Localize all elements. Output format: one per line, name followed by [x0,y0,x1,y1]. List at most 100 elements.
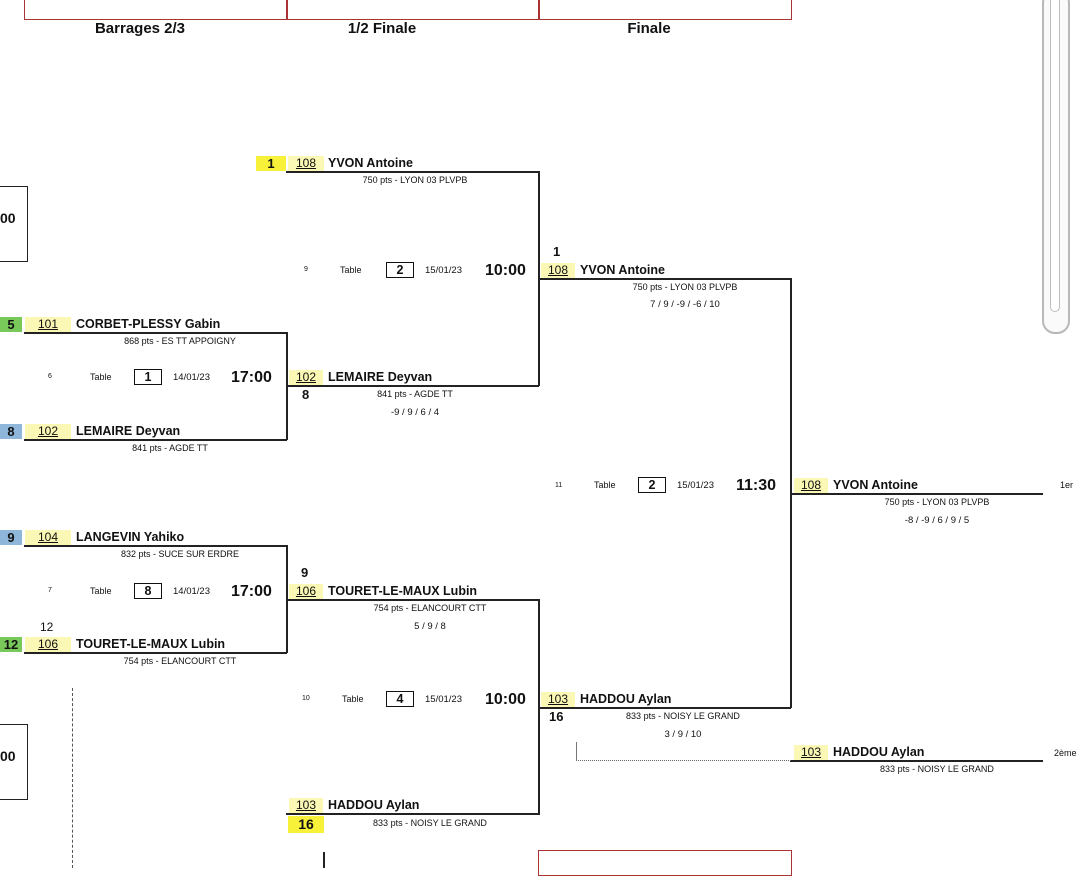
left-box-top: 00 [0,186,28,262]
footer-frame [538,850,792,876]
player-name[interactable]: YVON Antoine [580,263,665,277]
bracket-line [790,493,1043,495]
match-score: 7 / 9 / -9 / -6 / 10 [650,299,720,310]
table-number: 2 [386,262,414,278]
bracket-line [24,332,287,334]
player-number: 102 [289,370,323,385]
match-number: 10 [302,695,310,702]
match-score: -8 / -9 / 6 / 9 / 5 [904,515,970,526]
player-number: 102 [25,424,71,439]
bracket-line [286,813,539,815]
bracket-connector [790,278,792,708]
player-info: 868 pts - ES TT APPOIGNY [124,336,236,346]
seed-badge: 5 [0,317,22,332]
bracket-line [286,385,539,387]
match-date: 14/01/23 [173,372,210,383]
table-label: Table [340,265,362,275]
player-number: 103 [794,745,828,760]
player-info: 833 pts - NOISY LE GRAND [626,711,740,721]
bracket-line [24,545,287,547]
player-info: 754 pts - ELANCOURT CTT [373,603,487,613]
bracket-line [24,439,287,441]
match-score: 5 / 9 / 8 [414,621,446,632]
match-number: 7 [48,587,52,594]
player-number: 106 [289,584,323,599]
player-name[interactable]: HADDOU Aylan [580,692,672,706]
round-header-semi: 1/2 Finale [347,20,417,37]
header-frame-right [538,0,792,20]
table-number: 4 [386,691,414,707]
match-date: 15/01/23 [425,265,462,276]
header-frame-left [24,0,288,20]
player-name[interactable]: LEMAIRE Deyvan [76,424,181,438]
player-number: 108 [794,478,828,493]
player-info: 750 pts - LYON 03 PLVPB [884,497,990,507]
player-name[interactable]: YVON Antoine [833,478,918,492]
seed-badge: 1 [256,156,286,171]
player-name[interactable]: LEMAIRE Deyvan [328,370,433,384]
player-name[interactable]: TOURET-LE-MAUX Lubin [328,584,478,598]
table-label: Table [90,372,112,382]
left-box-bottom: 00 [0,724,28,800]
player-info: 833 pts - NOISY LE GRAND [373,818,487,828]
player-number: 108 [288,156,324,171]
match-number: 6 [48,373,52,380]
player-name[interactable]: CORBET-PLESSY Gabin [76,317,221,331]
match-time: 10:00 [485,262,526,279]
player-info: 833 pts - NOISY LE GRAND [880,764,994,774]
place-label: 1er [1060,480,1074,490]
place-label: 2ème [1054,748,1077,758]
bracket-line [24,652,287,654]
table-label: Table [90,586,112,596]
scrollbar-thumb[interactable] [1050,0,1060,312]
match-time: 10:00 [485,691,526,708]
dotted-guide [72,688,73,868]
winner-of-match: 16 [549,709,564,724]
match-date: 15/01/23 [677,480,714,491]
player-info: 832 pts - SUCE SUR ERDRE [120,549,240,559]
loser-connector [576,742,791,761]
match-number: 11 [555,482,563,489]
bracket-line [538,278,791,280]
winner-of-match: 1 [553,244,561,259]
player-number: 103 [541,692,575,707]
seed-badge: 12 [0,637,22,652]
winner-of-match: 8 [302,387,310,402]
bracket-stub [323,852,325,868]
player-name[interactable]: LANGEVIN Yahiko [76,530,185,544]
player-number: 108 [541,263,575,278]
player-number: 103 [289,798,323,813]
player-info: 750 pts - LYON 03 PLVPB [632,282,738,292]
table-number: 2 [638,477,666,493]
match-number: 9 [304,266,308,273]
match-time: 17:00 [231,369,272,386]
player-info: 841 pts - AGDE TT [377,389,453,399]
round-header-barrages: Barrages 2/3 [94,20,186,37]
player-number: 106 [25,637,71,652]
seed-badge: 16 [288,816,324,833]
player-number: 101 [25,317,71,332]
seed-badge: 9 [0,530,22,545]
player-name[interactable]: HADDOU Aylan [328,798,420,812]
player-info: 841 pts - AGDE TT [132,443,208,453]
bracket-line [286,599,539,601]
bracket-connector [538,599,540,815]
match-time: 11:30 [736,477,777,494]
match-score: 3 / 9 / 10 [664,729,702,740]
bracket-line [790,760,1043,762]
table-number: 8 [134,583,162,599]
match-time: 17:00 [231,583,272,600]
table-number: 1 [134,369,162,385]
vertical-scrollbar[interactable] [1042,0,1070,334]
player-name[interactable]: YVON Antoine [328,156,413,170]
winner-of-match: 9 [301,565,309,580]
table-label: Table [342,694,364,704]
bracket-line [286,171,539,173]
player-name[interactable]: TOURET-LE-MAUX Lubin [76,637,226,651]
seed-badge: 8 [0,424,22,439]
match-score: -9 / 9 / 6 / 4 [390,407,440,418]
header-frame-mid [286,0,540,20]
table-label: Table [594,480,616,490]
player-name[interactable]: HADDOU Aylan [833,745,925,759]
match-date: 15/01/23 [425,694,462,705]
